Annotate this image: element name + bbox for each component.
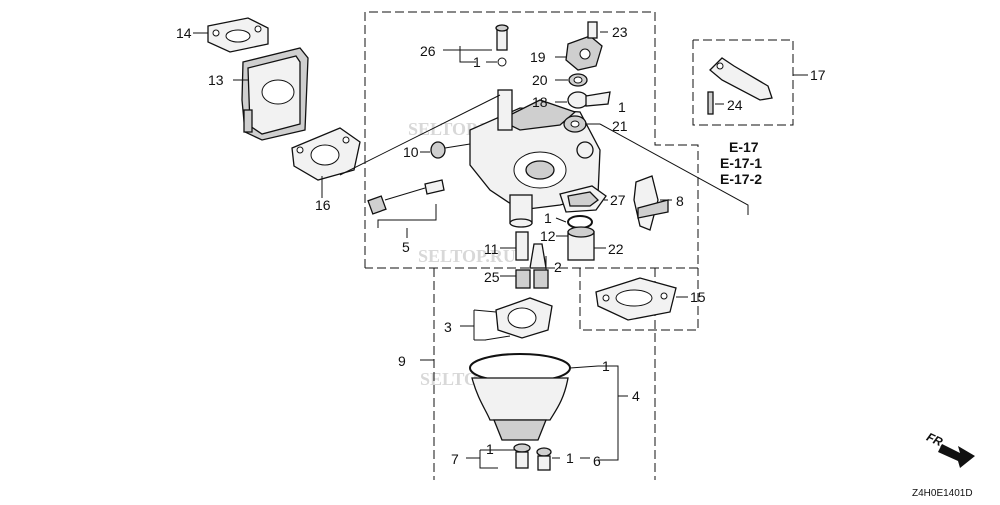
part-19-cover: [565, 35, 603, 71]
part-3-float: [484, 297, 553, 341]
part-13-insulator: [241, 47, 309, 141]
part-21-washer: [563, 115, 587, 133]
reference-e17-2: E-17-2: [720, 171, 762, 187]
callout-17: 17: [810, 67, 826, 83]
part-2-float-valve: [529, 243, 547, 269]
callout-7: 7: [451, 451, 459, 467]
leader-lines: [193, 31, 808, 469]
reference-labels: E-17 E-17-1 E-17-2: [720, 139, 762, 187]
group-outline-15: [579, 268, 699, 331]
part-23-screw: [587, 21, 598, 39]
callout-1-drain: 1: [566, 450, 574, 466]
callout-1-lower: 1: [544, 210, 552, 226]
callout-2: 2: [554, 259, 562, 275]
part-10-screw: [430, 141, 471, 159]
part-20-seal: [568, 73, 588, 87]
callout-26: 26: [420, 43, 436, 59]
part-8-choke-plate: [633, 175, 669, 231]
callout-1-bolt: 1: [486, 441, 494, 457]
callout-12: 12: [540, 228, 556, 244]
callout-3: 3: [444, 319, 452, 335]
part-26-screw: [495, 24, 509, 67]
part-15-gasket: [595, 277, 677, 321]
callout-1-chamber: 1: [602, 358, 610, 374]
callout-8: 8: [676, 193, 684, 209]
callout-13: 13: [208, 72, 224, 88]
part-14-gasket: [207, 17, 269, 53]
front-direction-arrow: [938, 444, 975, 468]
diagram-code: Z4H0E1401D: [912, 488, 973, 499]
callout-27: 27: [610, 192, 626, 208]
callout-21: 21: [612, 118, 628, 134]
part-16-gasket: [291, 127, 361, 181]
callout-19: 19: [530, 49, 546, 65]
callout-10: 10: [403, 144, 419, 160]
callout-20: 20: [532, 72, 548, 88]
callout-6: 6: [593, 453, 601, 469]
callout-5: 5: [402, 239, 410, 255]
part-5-pilot-screw: [367, 179, 445, 215]
part-12-o-ring: [567, 215, 593, 229]
part-18-choke-lever: [567, 91, 611, 109]
callout-9: 9: [398, 353, 406, 369]
part-22-main-jet: [567, 226, 595, 261]
part-6-drain-screw: [536, 447, 552, 471]
callout-24: 24: [727, 97, 743, 113]
group-outline-17: [692, 39, 794, 126]
callout-23: 23: [612, 24, 628, 40]
callout-15: 15: [690, 289, 706, 305]
part-25-spring: [515, 269, 549, 289]
callout-14: 14: [176, 25, 192, 41]
carburetor-body: [469, 89, 601, 228]
part-7-bolt: [513, 443, 531, 469]
part-24-pin: [707, 91, 714, 115]
callout-1-mid: 1: [618, 99, 626, 115]
callout-16: 16: [315, 197, 331, 213]
part-4-float-chamber: [469, 353, 571, 441]
callout-labels: 14 13 16 10 5 26 1 23 19 20 18 1 21 17 2…: [176, 24, 826, 469]
reference-e17-1: E-17-1: [720, 155, 762, 171]
callout-18: 18: [532, 94, 548, 110]
watermark: SELTOP.RU: [418, 246, 516, 266]
reference-e17: E-17: [729, 139, 759, 155]
part-17-choke-lever: [709, 57, 773, 101]
callout-22: 22: [608, 241, 624, 257]
callout-4: 4: [632, 388, 640, 404]
callout-1-top: 1: [473, 54, 481, 70]
part-11-needle: [515, 231, 529, 261]
callout-25: 25: [484, 269, 500, 285]
part-27-bracket: [559, 185, 607, 213]
callout-11: 11: [484, 241, 499, 257]
